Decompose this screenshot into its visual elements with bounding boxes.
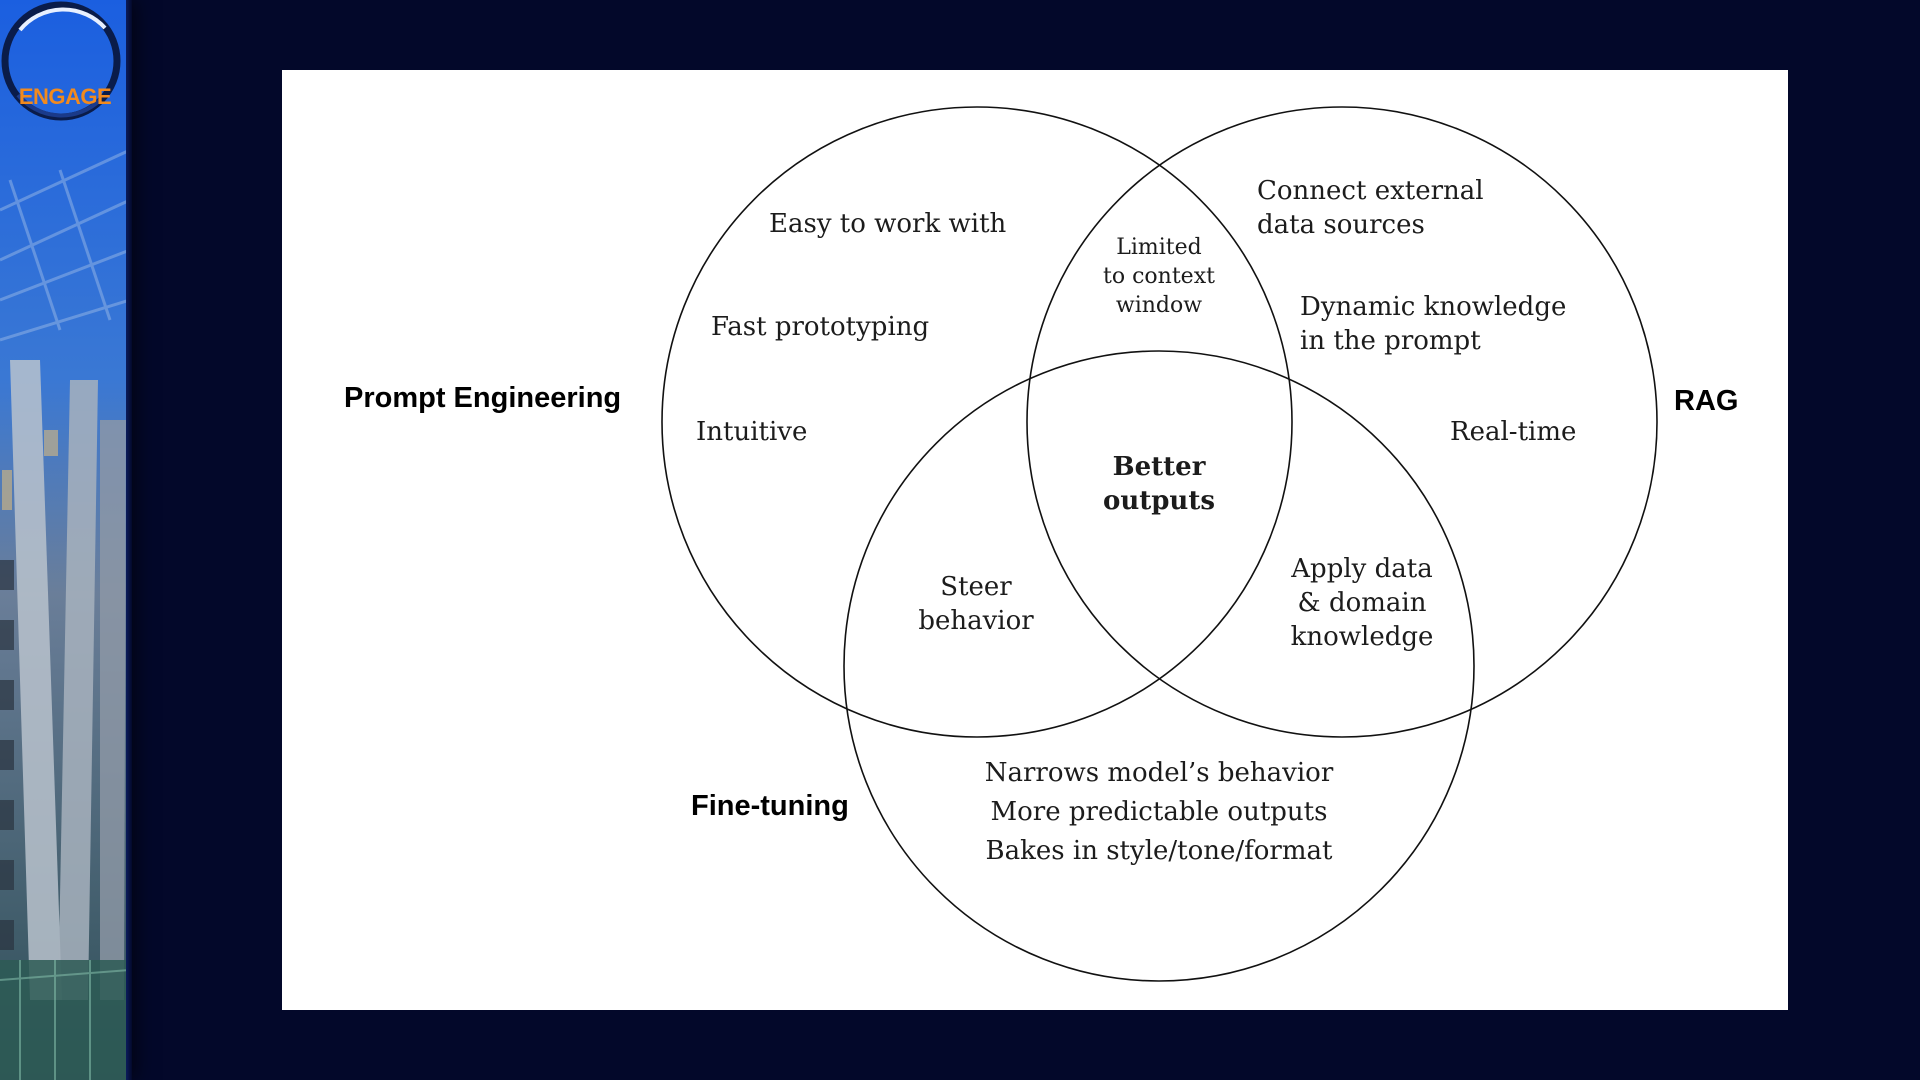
overlap-prompt-fine-2: behavior (918, 606, 1034, 636)
overlap-rag-fine-3: knowledge (1290, 622, 1434, 652)
overlap-rag-fine-1: Apply data (1291, 554, 1433, 584)
side-edge (126, 0, 132, 1080)
overlap-prompt-rag-1: Limited (1116, 235, 1202, 260)
prompt-attr-fast: Fast prototyping (711, 312, 930, 342)
set-label-prompt-engineering: Prompt Engineering (344, 382, 622, 414)
side-panel: ENGAGE (0, 0, 130, 1080)
rag-attr-dynamic-1: Dynamic knowledge (1300, 292, 1567, 322)
set-label-fine-tuning: Fine-tuning (691, 790, 849, 822)
center-better: Better (1112, 452, 1206, 482)
overlap-prompt-fine-1: Steer (940, 572, 1012, 602)
rag-attr-realtime: Real-time (1450, 417, 1577, 447)
logo-text: ENGAGE (18, 84, 112, 109)
overlap-rag-fine-2: & domain (1297, 588, 1427, 618)
venn-slide: Prompt Engineering RAG Fine-tuning Easy … (282, 70, 1788, 1010)
overlap-prompt-rag-3: window (1115, 293, 1203, 318)
fine-tuning-circle (843, 350, 1475, 982)
rag-attr-dynamic-2: in the prompt (1300, 326, 1481, 356)
fine-attr-predictable: More predictable outputs (990, 797, 1328, 827)
fine-attr-bakes: Bakes in style/tone/format (985, 836, 1333, 866)
set-label-rag: RAG (1674, 385, 1739, 417)
rag-attr-connect-2: data sources (1257, 210, 1425, 240)
fine-attr-narrows: Narrows model’s behavior (984, 758, 1334, 788)
prompt-attr-easy: Easy to work with (769, 209, 1007, 239)
rag-circle (1026, 106, 1658, 738)
engage-logo (1, 1, 121, 121)
prompt-attr-intuitive: Intuitive (696, 417, 808, 447)
center-outputs: outputs (1103, 486, 1215, 516)
building-photo (0, 0, 130, 1080)
venn-diagram (661, 106, 1658, 982)
prompt-engineering-circle (661, 106, 1293, 738)
overlap-prompt-rag-2: to context (1103, 264, 1215, 289)
rag-attr-connect-1: Connect external (1257, 176, 1484, 206)
